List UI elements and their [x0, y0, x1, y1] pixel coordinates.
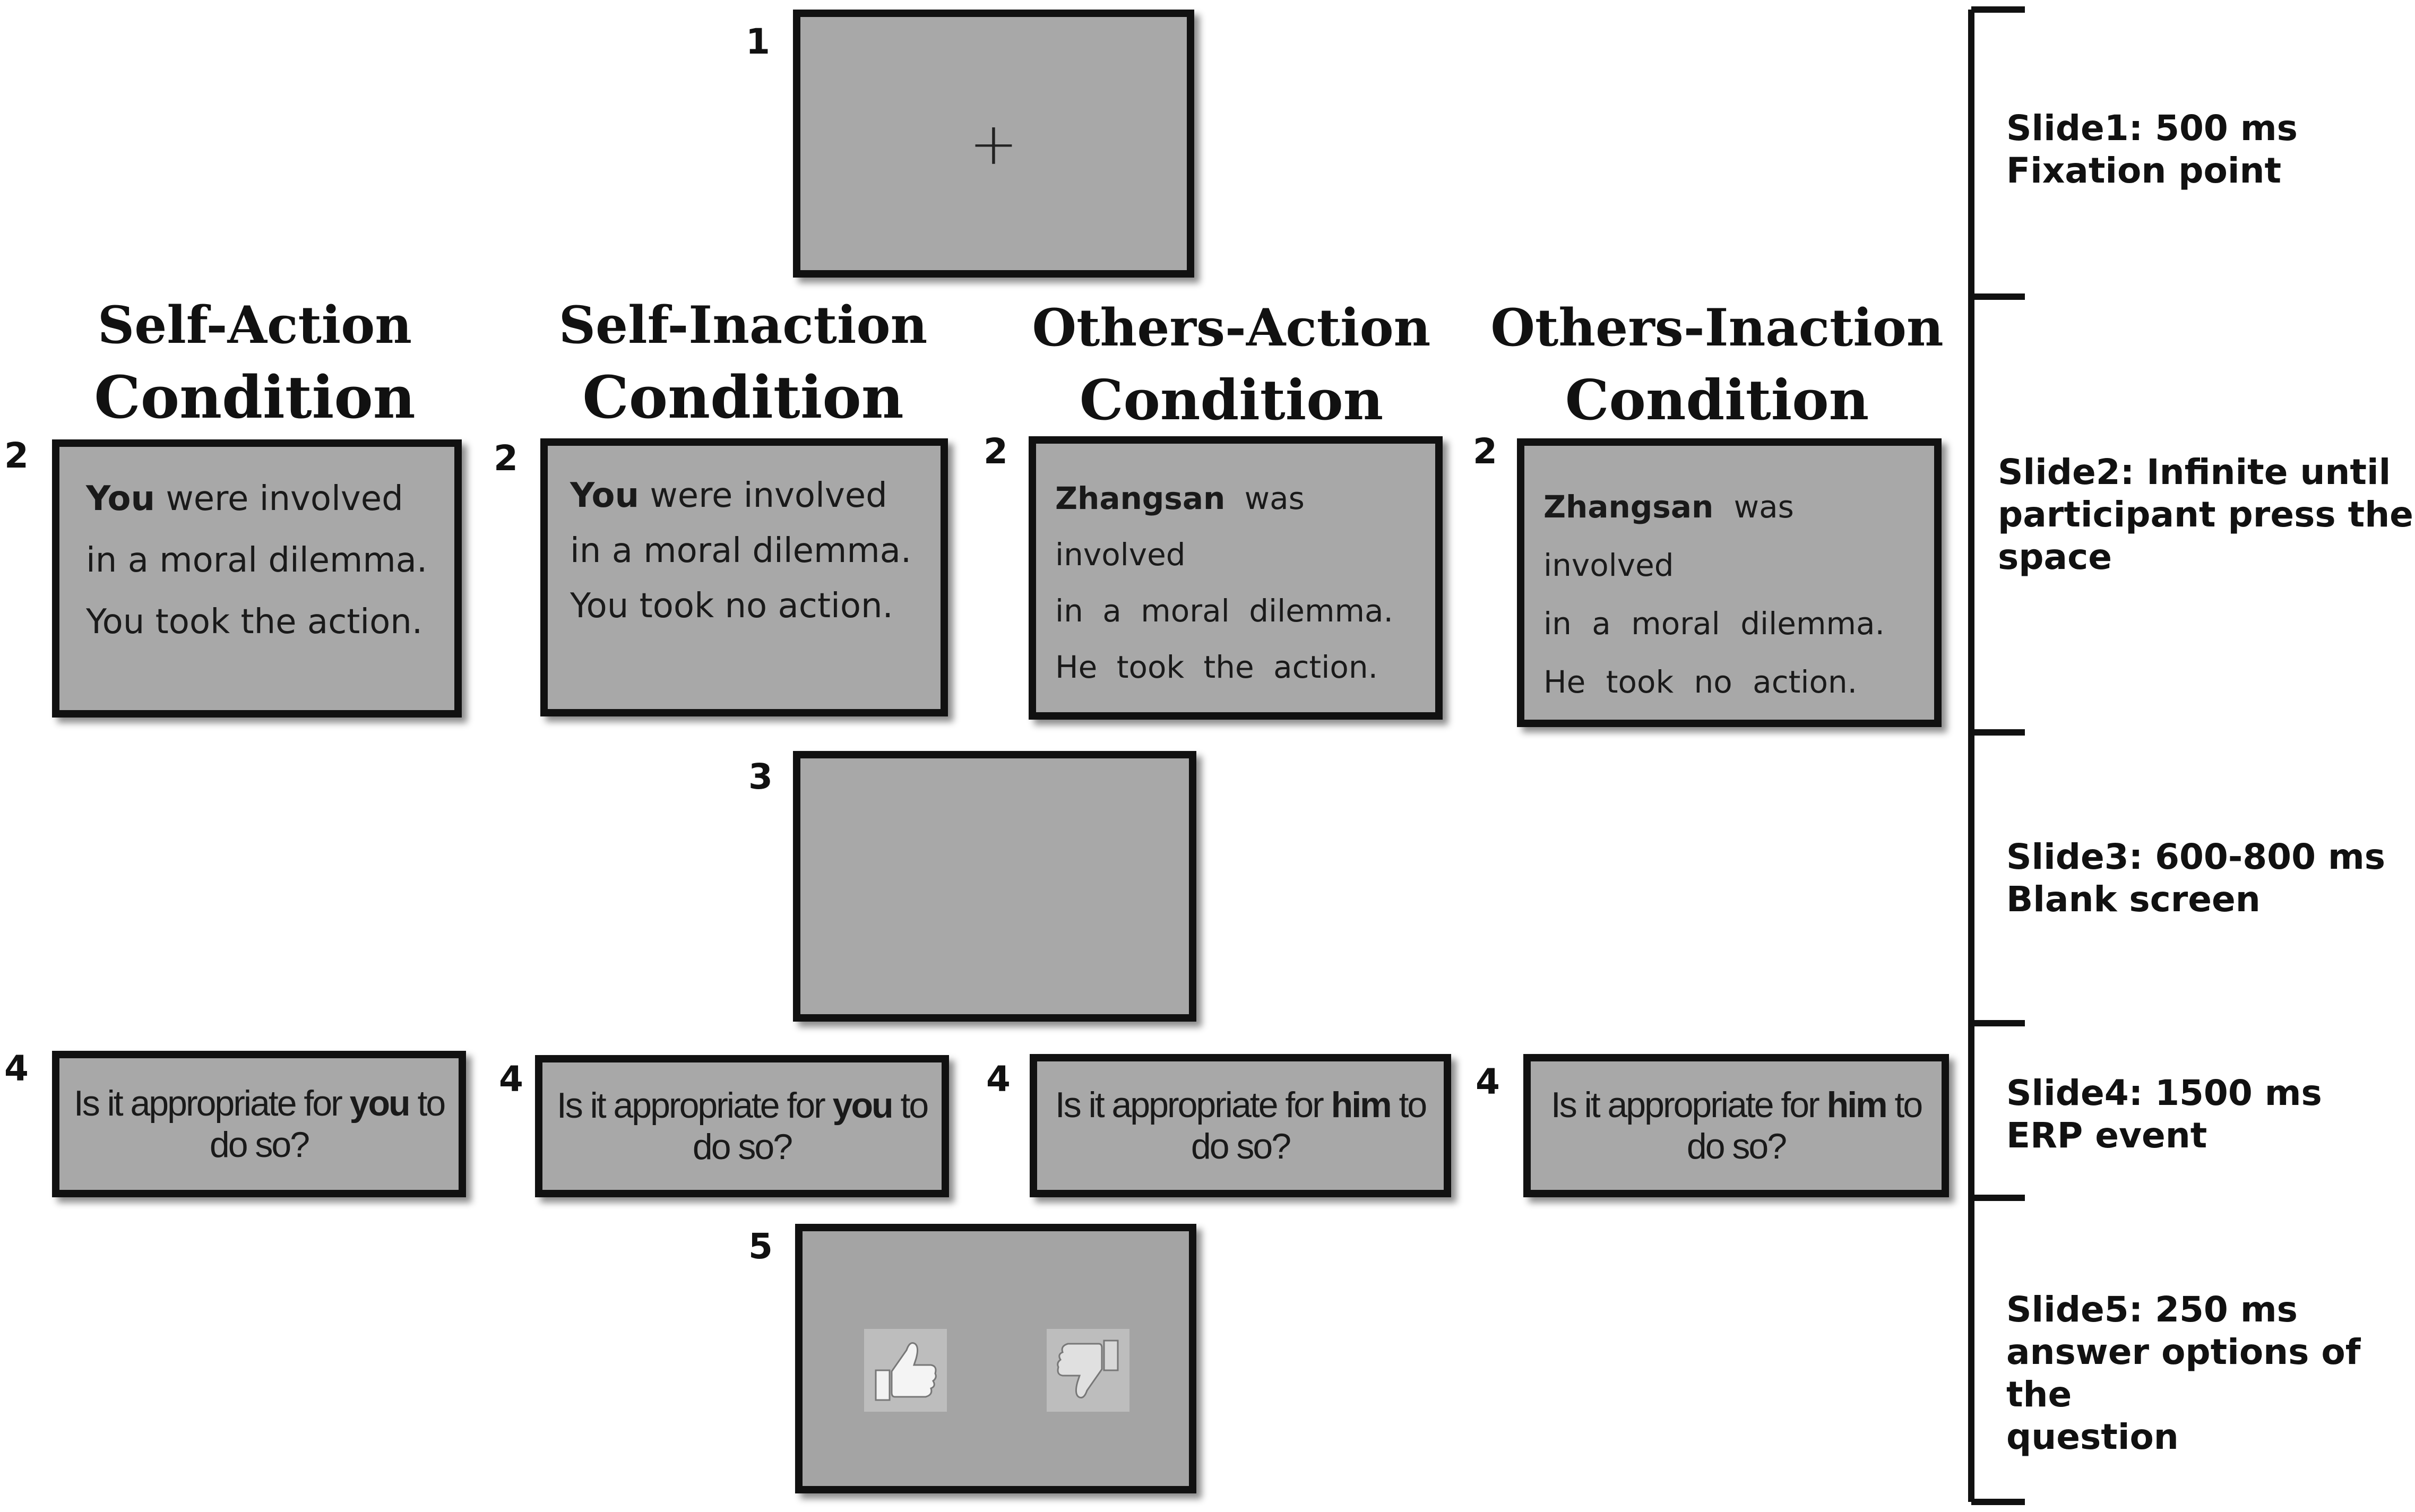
condition-title-others-action: Others-Action Condition	[1032, 298, 1431, 433]
question-slide-others-action: Is it appropriate for him to do so?	[1030, 1054, 1451, 1197]
scenario-slide-self-inaction: You were involved in a moral dilemma. Yo…	[540, 438, 948, 716]
question-text: Is it appropriate for you to do so?	[73, 1083, 446, 1165]
question-text: Is it appropriate for you to do so?	[556, 1085, 929, 1167]
slide5-description: Slide5: 250 ms answer options of the que…	[2006, 1289, 2361, 1457]
scenario-text: You were involved in a moral dilemma. Yo…	[570, 476, 912, 626]
fixation-slide: +	[793, 10, 1194, 278]
step-number-2-others-inaction: 2	[1473, 431, 1497, 472]
blank-screen-slide	[793, 751, 1196, 1022]
scenario-slide-others-inaction: Zhangsan was involved in a moral dilemma…	[1517, 438, 1942, 727]
question-slide-self-action: Is it appropriate for you to do so?	[52, 1051, 466, 1197]
step-number-1: 1	[746, 21, 770, 62]
question-text: Is it appropriate for him to do so?	[1550, 1085, 1923, 1167]
step-number-4-others-inaction: 4	[1476, 1061, 1500, 1102]
step-number-2-self-action: 2	[4, 435, 29, 476]
step-number-2-others-action: 2	[984, 431, 1008, 472]
slide2-description: Slide2: Infinite until participant press…	[1998, 452, 2413, 577]
slide1-description: Slide1: 500 ms Fixation point	[2006, 108, 2298, 191]
answer-options-slide	[795, 1224, 1196, 1493]
step-number-2-self-inaction: 2	[494, 438, 518, 479]
question-slide-self-inaction: Is it appropriate for you to do so?	[535, 1055, 949, 1197]
condition-title-self-action: Self-Action Condition	[94, 295, 416, 431]
step-number-3: 3	[748, 756, 773, 797]
step-number-4-self-action: 4	[4, 1048, 29, 1089]
scenario-slide-self-action: You were involved in a moral dilemma. Yo…	[52, 439, 462, 718]
slide3-description: Slide3: 600-800 ms Blank screen	[2006, 836, 2386, 920]
scenario-text: Zhangsan was involved in a moral dilemma…	[1543, 489, 1885, 700]
scenario-text: Zhangsan was involved in a moral dilemma…	[1055, 480, 1393, 685]
step-number-5: 5	[748, 1226, 773, 1267]
scenario-slide-others-action: Zhangsan was involved in a moral dilemma…	[1029, 436, 1443, 720]
condition-title-others-inaction: Others-Inaction Condition	[1490, 298, 1944, 433]
slide4-description: Slide4: 1500 ms ERP event	[2006, 1073, 2322, 1156]
thumbs-down-icon	[1047, 1329, 1129, 1412]
question-text: Is it appropriate for him to do so?	[1055, 1085, 1427, 1167]
step-number-4-self-inaction: 4	[499, 1059, 523, 1100]
step-number-4-others-action: 4	[986, 1059, 1011, 1100]
fixation-cross: +	[969, 109, 1019, 178]
question-slide-others-inaction: Is it appropriate for him to do so?	[1523, 1054, 1949, 1197]
scenario-text: You were involved in a moral dilemma. Yo…	[86, 479, 428, 642]
thumbs-up-icon	[864, 1329, 947, 1412]
condition-title-self-inaction: Self-Inaction Condition	[558, 295, 928, 431]
